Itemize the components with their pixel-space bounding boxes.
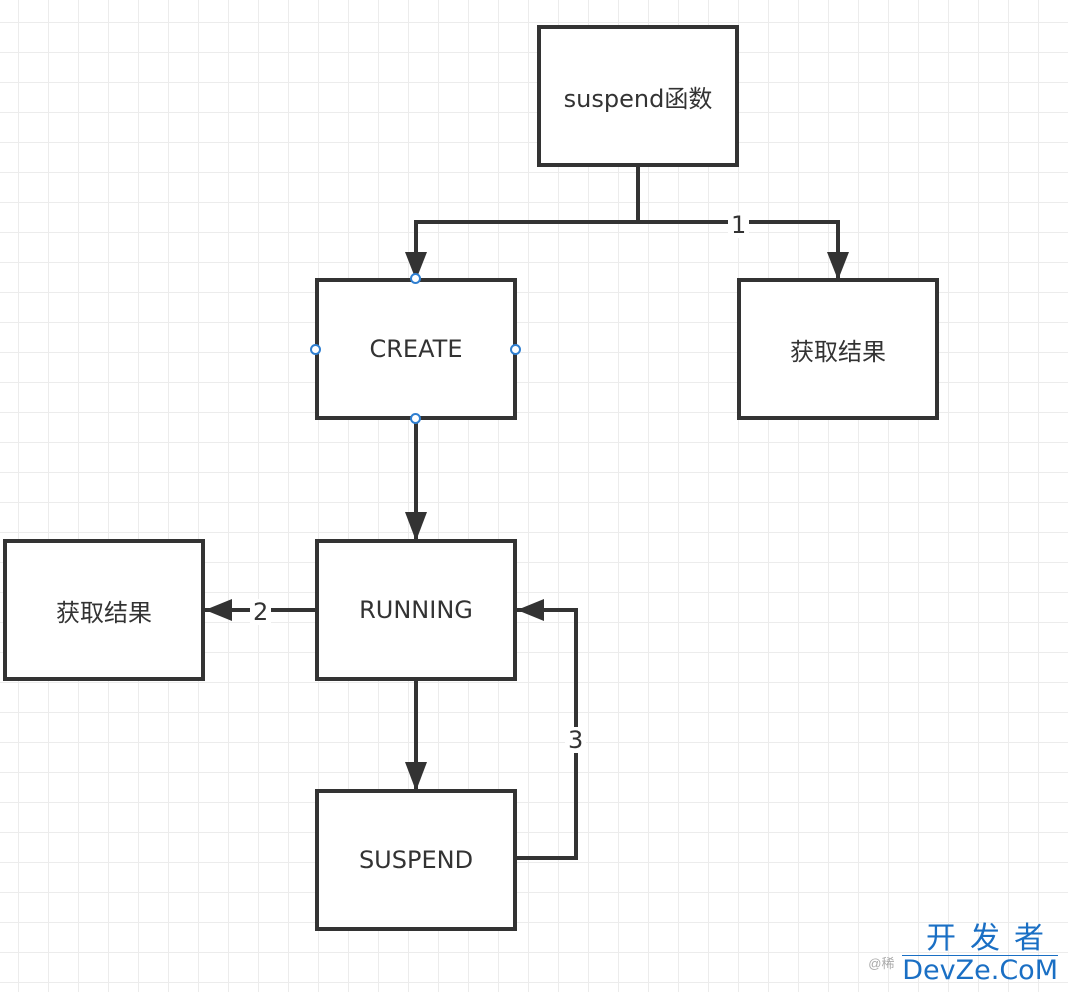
- node-suspend-function[interactable]: suspend函数: [537, 25, 739, 167]
- node-label: 获取结果: [56, 598, 152, 627]
- watermark-cn: 开发者: [902, 923, 1058, 956]
- edge-label-3: 3: [565, 727, 587, 753]
- connection-handle-right[interactable]: [510, 344, 521, 355]
- node-suspend[interactable]: SUSPEND: [315, 789, 517, 931]
- node-result-left[interactable]: 获取结果: [3, 539, 205, 681]
- node-label: RUNNING: [359, 596, 473, 624]
- node-running[interactable]: RUNNING: [315, 539, 517, 681]
- connection-handle-left[interactable]: [310, 344, 321, 355]
- edge-label-2: 2: [250, 599, 272, 625]
- node-label: CREATE: [369, 335, 463, 363]
- node-result-right[interactable]: 获取结果: [737, 278, 939, 420]
- arrowhead-create: [405, 252, 427, 280]
- arrowhead-result-left: [205, 599, 232, 621]
- node-label: suspend函数: [563, 84, 713, 113]
- node-create[interactable]: CREATE: [315, 278, 517, 420]
- connection-handle-bottom[interactable]: [410, 413, 421, 424]
- arrowhead-suspend: [405, 762, 427, 791]
- watermark-prefix: @稀: [868, 956, 895, 971]
- arrowhead-running: [405, 512, 427, 541]
- edge-suspendfn-to-create: [414, 220, 638, 279]
- arrowhead-result-right: [827, 252, 849, 280]
- node-label: SUSPEND: [358, 846, 474, 874]
- watermark-en: DevZe.CoM: [902, 955, 1058, 986]
- connection-handle-top[interactable]: [410, 273, 421, 284]
- edge-label-1: 1: [728, 212, 750, 238]
- arrowhead-running-loop: [517, 599, 544, 621]
- watermark: @稀 开发者 DevZe.CoM: [868, 923, 1058, 986]
- node-label: 获取结果: [790, 337, 886, 366]
